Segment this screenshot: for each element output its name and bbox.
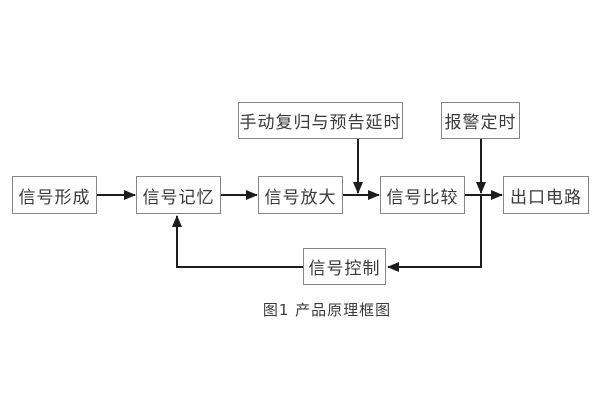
node-output-circuit: 出口电路 bbox=[503, 176, 589, 214]
node-signal-formation: 信号形成 bbox=[12, 176, 97, 214]
node-signal-amplification-label: 信号放大 bbox=[264, 187, 337, 208]
node-alarm-timing: 报警定时 bbox=[441, 102, 520, 139]
node-alarm-timing-label: 报警定时 bbox=[444, 113, 517, 133]
node-manual-reset-delay-label: 手动复归与预告延时 bbox=[239, 113, 402, 133]
connector-control-to-memory bbox=[172, 215, 303, 268]
node-signal-memory-label: 信号记忆 bbox=[142, 187, 215, 208]
figure-caption: 图1 产品原理框图 bbox=[262, 301, 392, 319]
connector-feedback-to-control bbox=[387, 195, 482, 272]
node-signal-control-label: 信号控制 bbox=[308, 259, 381, 279]
node-output-circuit-label: 出口电路 bbox=[510, 187, 582, 208]
node-signal-comparison: 信号比较 bbox=[380, 176, 465, 214]
node-signal-memory: 信号记忆 bbox=[136, 176, 221, 214]
node-signal-amplification: 信号放大 bbox=[258, 176, 343, 214]
node-signal-comparison-label: 信号比较 bbox=[386, 187, 459, 208]
node-signal-control: 信号控制 bbox=[303, 248, 386, 285]
node-signal-formation-label: 信号形成 bbox=[18, 187, 91, 208]
node-manual-reset-delay: 手动复归与预告延时 bbox=[238, 102, 403, 139]
